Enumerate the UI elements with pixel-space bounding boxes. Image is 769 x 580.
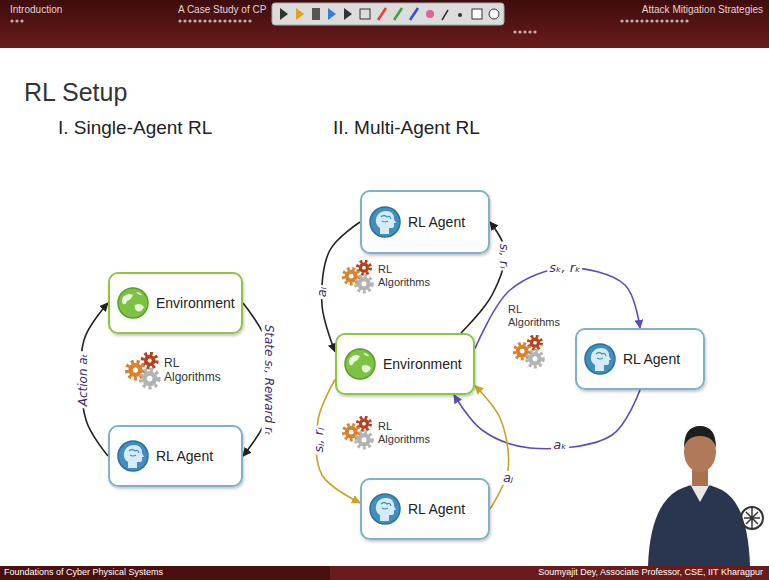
node-text: RL Agent (623, 351, 693, 367)
agent-box: RL Agent (108, 425, 243, 487)
slide-title: RL Setup (24, 78, 127, 107)
agent-box: RL Agent (360, 190, 490, 254)
node-text: RL Agent (408, 501, 478, 517)
agent-icon (370, 494, 400, 524)
environment-box: Environment (335, 333, 475, 395)
edge-label: State sₜ, Reward rₜ (261, 323, 274, 438)
edge-label: Action aₜ (77, 352, 90, 409)
annotation-toolbar (272, 3, 504, 25)
institute-logo (741, 507, 763, 529)
algorithm-label: RL Algorithms (508, 303, 570, 328)
connector-arrow (454, 390, 640, 449)
nav-section: Attack Mitigation Strategies (642, 4, 763, 16)
section-heading: II. Multi-Agent RL (333, 117, 480, 139)
header-bar (0, 0, 769, 48)
agent-icon (585, 344, 615, 374)
algorithm-label: RL Algorithms (378, 420, 438, 445)
edge-label: aₖ (551, 438, 569, 452)
agent-icon (118, 441, 148, 471)
footer-bar (0, 566, 769, 580)
edge-label: sᵢ, rᵢ (497, 241, 511, 270)
connector-arrow (475, 268, 640, 349)
edge-label: aᵢ (315, 285, 329, 299)
node-text: Environment (383, 356, 463, 372)
nav-section: A Case Study of CP (178, 4, 266, 16)
node-text: RL Agent (156, 448, 231, 464)
gears-icon (127, 353, 159, 387)
environment-icon (118, 288, 148, 318)
algorithm-label: RL Algorithms (164, 357, 228, 385)
connector-arrow (461, 222, 505, 333)
edge-label: aⱼ (501, 471, 515, 485)
edge-label: sⱼ, rⱼ (312, 426, 326, 455)
agent-box: RL Agent (360, 478, 490, 540)
footer-text: Soumyajit Dey, Associate Professor, CSE,… (538, 567, 763, 577)
footer-text: Foundations of Cyber Physical Systems (4, 567, 163, 577)
nav-section: Introduction (10, 4, 62, 16)
node-text: RL Agent (408, 214, 478, 230)
environment-icon (345, 349, 375, 379)
gears-icon (344, 261, 372, 292)
presenter-figure (648, 426, 750, 566)
section-heading: I. Single-Agent RL (58, 117, 212, 139)
footer-bar (330, 566, 769, 580)
connector-arrow (475, 386, 509, 509)
gears-icon (344, 417, 372, 448)
agent-box: RL Agent (575, 328, 705, 390)
agent-icon (370, 207, 400, 237)
node-text: Environment (156, 295, 231, 311)
edge-label: sₖ, rₖ (547, 261, 582, 275)
environment-box: Environment (108, 272, 243, 334)
algorithm-label: RL Algorithms (378, 263, 438, 288)
gears-icon (515, 336, 543, 367)
